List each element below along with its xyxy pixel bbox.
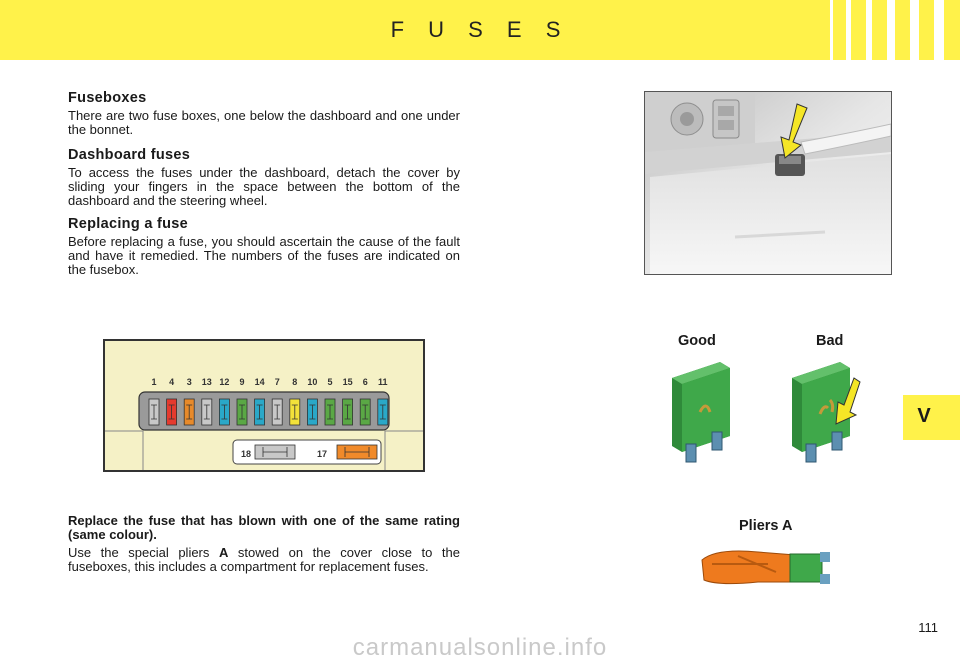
bad-label: Bad: [816, 333, 844, 349]
fuse-slot-marking: [291, 404, 298, 420]
section-fuseboxes: Fuseboxes There are two fuse boxes, one …: [68, 90, 460, 137]
section-body: To access the fuses under the dashboard,…: [68, 165, 460, 208]
fuse-slot-marking: [203, 404, 210, 420]
bad-fuse-image: [792, 362, 861, 463]
fuse-number-label: 9: [239, 377, 244, 387]
dashboard-photo: [644, 91, 892, 275]
fuse-number-label: 7: [275, 377, 280, 387]
fuse-slot-marking: [168, 404, 175, 420]
fuse-number-label: 11: [378, 377, 388, 387]
fuse-number-label: 14: [255, 377, 265, 387]
section-heading: Fuseboxes: [68, 90, 147, 106]
fuse-number-label: 13: [202, 377, 212, 387]
fuse-slot-marking: [379, 404, 386, 420]
fuse-slot-marking: [151, 404, 157, 420]
fuse-number-label: 4: [169, 377, 174, 387]
fuse-slot-marking: [344, 404, 351, 420]
section-replace-instructions: Replace the fuse that has blown with one…: [68, 514, 460, 574]
fuse-number-label: 6: [363, 377, 368, 387]
chapter-tab-label: V: [917, 405, 931, 427]
fuse-number-label: 12: [219, 377, 229, 387]
watermark: carmanualsonline.info: [352, 634, 608, 661]
fuse-number-label: 18: [241, 449, 251, 459]
fuse-number-label: 15: [343, 377, 353, 387]
fuse-slot-marking: [221, 404, 228, 420]
chapter-tab: V: [903, 395, 960, 440]
header-stripe: [910, 0, 919, 60]
fuse-number-label: 3: [187, 377, 192, 387]
section-body: Before replacing a fuse, you should asce…: [68, 234, 460, 277]
good-fuse-image: [672, 362, 730, 463]
fuse-slot-marking: [274, 404, 281, 420]
fuse-number-label: 5: [327, 377, 332, 387]
header-stripe: [866, 0, 872, 60]
replace-body: Use the special pliers A stowed on the c…: [68, 545, 461, 574]
fuse-slot-marking: [362, 404, 369, 420]
page-number: 111: [918, 620, 938, 635]
pliers-label: Pliers A: [739, 518, 793, 534]
good-label: Good: [678, 333, 716, 349]
header-stripe: [846, 0, 851, 60]
maxi-fuse-marking: [262, 447, 288, 457]
fuse-slot-marking: [309, 404, 316, 420]
fuse-slot-marking: [239, 404, 245, 420]
section-replacing-fuse: Replacing a fuse Before replacing a fuse…: [68, 216, 460, 277]
header-stripe: [830, 0, 833, 60]
header-stripe: [934, 0, 944, 60]
page-header: F U S E S: [0, 0, 960, 60]
fuse-number-label: 8: [292, 377, 297, 387]
replace-warning: Replace the fuse that has blown with one…: [68, 513, 460, 542]
fuse-number-label: 17: [317, 449, 327, 459]
section-heading: Replacing a fuse: [68, 216, 189, 232]
fuse-slot-marking: [186, 404, 193, 420]
section-body: There are two fuse boxes, one below the …: [68, 108, 460, 137]
section-dashboard-fuses: Dashboard fuses To access the fuses unde…: [68, 147, 460, 208]
pliers-image: [701, 550, 830, 585]
header-stripe: [887, 0, 895, 60]
fuse-number-label: 10: [307, 377, 317, 387]
maxi-fuse-marking: [344, 447, 370, 457]
fuse-number-label: 1: [151, 377, 156, 387]
fuse-slot-marking: [327, 404, 333, 420]
page-title: F U S E S: [390, 17, 570, 42]
fuse-slot-marking: [256, 404, 263, 420]
section-heading: Dashboard fuses: [68, 147, 191, 163]
